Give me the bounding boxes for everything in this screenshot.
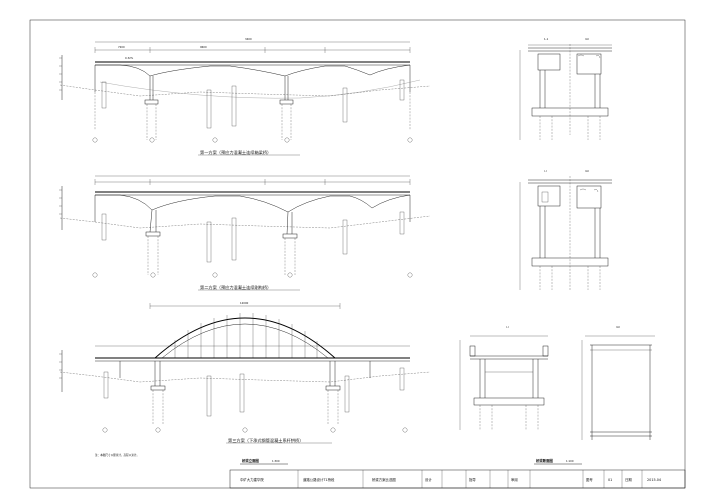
title-review-label: 审阅 xyxy=(511,477,518,482)
section-title: 桥梁断面图 xyxy=(536,458,554,463)
scheme-3-caption: 第三方案（下承式钢管混凝土系杆拱桥） xyxy=(228,437,303,444)
title-block: 中矿大力建华院 道路公路设计T1桥段 桥梁方案比选图 设计 指导 审阅 图号 0… xyxy=(229,469,686,489)
dim-slope: 0.32% xyxy=(125,56,134,60)
note-text: 注：本图尺寸以厘米计，高程以米计。 xyxy=(95,453,139,457)
svg-text:II-II: II-II xyxy=(585,37,589,41)
title-drawing: 桥梁方案比选图 xyxy=(372,477,396,482)
dim-side-span: 7200 xyxy=(118,45,125,49)
title-date: 2015.04 xyxy=(647,478,661,482)
scheme-1-elevation: 第一方案（预应力混凝土连续箱梁桥） xyxy=(59,41,431,156)
svg-text:I-I: I-I xyxy=(506,325,509,329)
svg-text:II-II: II-II xyxy=(616,325,620,329)
dim-main-span: 9600 xyxy=(200,45,207,49)
elevation-scale: 1:300 xyxy=(272,459,280,463)
scheme-1-caption: 第一方案（预应力混凝土连续箱梁桥） xyxy=(200,149,271,156)
elevation-title: 桥梁立面图 xyxy=(242,458,260,463)
title-design-label: 设计 xyxy=(425,477,432,482)
svg-text:1-1: 1-1 xyxy=(544,37,549,41)
scheme-2-caption: 第二方案（预应力混凝土连续刚构桥） xyxy=(200,284,271,291)
title-course: 道路公路设计T1桥段 xyxy=(303,477,335,482)
title-guide-label: 指导 xyxy=(469,477,476,482)
sheet-border xyxy=(29,19,686,489)
title-sheet-no: 01 xyxy=(608,478,612,482)
svg-text:II-II: II-II xyxy=(585,169,589,173)
title-date-label: 日期 xyxy=(625,477,632,482)
scheme-3-elevation: 第三方案（下承式钢管混凝土系杆拱桥） xyxy=(59,303,431,444)
svg-text:I-I: I-I xyxy=(544,169,547,173)
section-scale: 1:100 xyxy=(566,459,574,463)
section-3a: I-I xyxy=(459,325,549,430)
section-2: I-I II-II xyxy=(519,169,612,290)
title-school: 中矿大力建华院 xyxy=(240,477,264,482)
dim-arch-span: 12000 xyxy=(240,301,249,305)
dim-total-span: 3400 xyxy=(245,37,252,41)
title-sheet-no-label: 图号 xyxy=(586,477,593,482)
section-3b: II-II xyxy=(581,325,655,440)
scheme-2-elevation: 第二方案（预应力混凝土连续刚构桥） xyxy=(59,175,431,291)
section-1: 1-1 II-II xyxy=(519,37,612,140)
